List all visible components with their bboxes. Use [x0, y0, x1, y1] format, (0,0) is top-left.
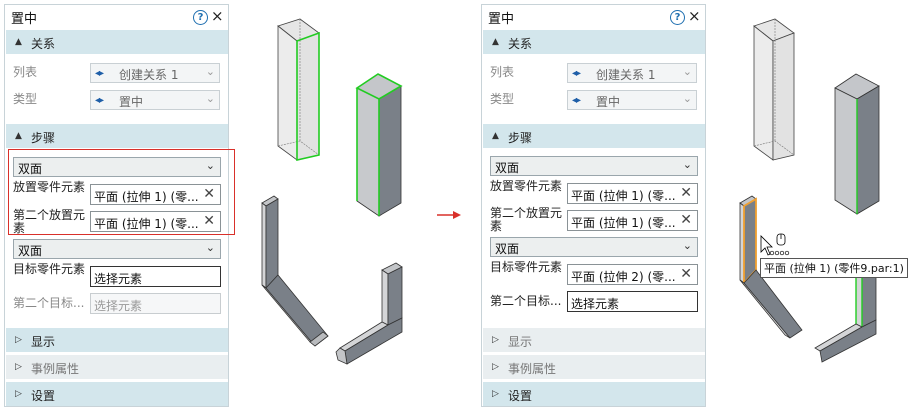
second-target-field[interactable]: 选择元素: [567, 291, 698, 312]
collapse-icon: ▷: [492, 335, 499, 345]
mouse-cursor-icon: [760, 233, 790, 256]
section-label: 关系: [31, 37, 56, 51]
panel-title: 置中: [488, 12, 515, 27]
relations-section-header[interactable]: ▲ 关系: [483, 30, 705, 54]
collapse-icon: ▷: [15, 335, 22, 345]
clear-icon[interactable]: ✕: [680, 185, 692, 201]
settings-section-header[interactable]: ▷ 设置: [483, 382, 705, 406]
left-placement-panel: 置中 ? × ▲ 关系 列表 ◂▸ 创建关系 1 ⌄ 类型 ◂▸ 置中 ⌄ ▲ …: [4, 4, 229, 407]
transition-arrow-icon: [437, 211, 461, 219]
target-element-field[interactable]: 选择元素: [90, 266, 221, 287]
dark-part-right[interactable]: [834, 73, 880, 215]
close-icon[interactable]: ×: [688, 7, 701, 25]
help-icon[interactable]: ?: [193, 10, 208, 25]
steps-section-header[interactable]: ▲ 步骤: [483, 124, 705, 148]
clear-icon[interactable]: ✕: [203, 213, 215, 229]
chevron-down-icon: ⌄: [205, 159, 215, 172]
transparent-part-left[interactable]: [277, 18, 320, 162]
list-label: 列表: [490, 65, 515, 79]
place-element-label: 放置零件元素: [13, 180, 86, 194]
second-target-label: 第二个目标...: [13, 296, 85, 310]
collapse-icon: ▷: [492, 389, 499, 399]
angle-part-left[interactable]: [335, 262, 403, 365]
relation-list-dropdown[interactable]: ◂▸ 创建关系 1 ⌄: [567, 63, 697, 83]
relation-list-dropdown[interactable]: ◂▸ 创建关系 1 ⌄: [90, 63, 220, 83]
second-mode-dropdown[interactable]: 双面 ⌄: [490, 237, 698, 257]
display-section-header[interactable]: ▷ 显示: [6, 328, 228, 352]
clear-icon[interactable]: ✕: [680, 212, 692, 228]
expand-icon: ▲: [492, 131, 499, 141]
hover-tooltip: 平面 (拉伸 1) (零件9.par:1): [760, 258, 908, 278]
highlight-callout-box: [8, 149, 235, 235]
right-placement-panel: 置中 ? × ▲ 关系 列表 ◂▸ 创建关系 1 ⌄ 类型 ◂▸ 置中 ⌄ ▲ …: [481, 4, 706, 407]
help-icon[interactable]: ?: [670, 10, 685, 25]
chevron-down-icon: ⌄: [205, 92, 215, 105]
relation-icon: ◂▸: [95, 68, 104, 79]
first-mode-dropdown[interactable]: 双面 ⌄: [13, 157, 221, 177]
collapse-icon: ▷: [15, 389, 22, 399]
second-target-label: 第二个目标...: [490, 294, 562, 308]
clear-icon[interactable]: ✕: [203, 186, 215, 202]
chevron-down-icon: ⌄: [682, 65, 692, 78]
collapse-icon: ▷: [15, 362, 22, 372]
type-label: 类型: [13, 92, 38, 106]
second-mode-dropdown[interactable]: 双面 ⌄: [13, 239, 221, 259]
place-element-label: 放置零件元素: [490, 179, 563, 193]
instance-properties-section-header[interactable]: ▷ 事例属性: [6, 355, 228, 379]
clear-icon[interactable]: ✕: [680, 266, 692, 282]
relation-type-dropdown[interactable]: ◂▸ 置中 ⌄: [90, 90, 220, 110]
section-label: 步骤: [508, 131, 533, 145]
list-label: 列表: [13, 65, 38, 79]
target-element-label: 目标零件元素: [490, 260, 563, 274]
relation-icon: ◂▸: [572, 68, 581, 79]
section-label: 关系: [508, 37, 533, 51]
expand-icon: ▲: [492, 37, 499, 47]
chevron-down-icon: ⌄: [205, 65, 215, 78]
second-place-element-field[interactable]: 平面 (拉伸 1) (零... ✕: [567, 210, 698, 231]
chevron-down-icon: ⌄: [682, 239, 692, 252]
display-section-header[interactable]: ▷ 显示: [483, 328, 705, 352]
target-element-field[interactable]: 平面 (拉伸 2) (零... ✕: [567, 264, 698, 285]
chevron-down-icon: ⌄: [682, 92, 692, 105]
first-mode-dropdown[interactable]: 双面 ⌄: [490, 156, 698, 176]
relation-icon: ◂▸: [95, 95, 104, 106]
expand-icon: ▲: [15, 37, 22, 47]
second-place-element-label: 第二个放置元素: [490, 206, 563, 233]
second-target-field[interactable]: 选择元素: [90, 293, 221, 314]
second-place-element-field[interactable]: 平面 (拉伸 1) (零... ✕: [90, 211, 221, 232]
chevron-down-icon: ⌄: [205, 241, 215, 254]
settings-section-header[interactable]: ▷ 设置: [6, 382, 228, 406]
place-element-field[interactable]: 平面 (拉伸 1) (零... ✕: [90, 184, 221, 205]
target-element-label: 目标零件元素: [13, 262, 86, 276]
place-element-field[interactable]: 平面 (拉伸 1) (零... ✕: [567, 183, 698, 204]
instance-properties-section-header[interactable]: ▷ 事例属性: [483, 355, 705, 379]
steps-section-header[interactable]: ▲ 步骤: [6, 124, 228, 148]
close-icon[interactable]: ×: [211, 7, 224, 25]
second-place-element-label: 第二个放置元素: [13, 208, 86, 235]
transparent-part-right[interactable]: [753, 18, 795, 161]
panel-title: 置中: [11, 12, 38, 27]
relation-type-dropdown[interactable]: ◂▸ 置中 ⌄: [567, 90, 697, 110]
collapse-icon: ▷: [492, 362, 499, 372]
relations-section-header[interactable]: ▲ 关系: [6, 30, 228, 54]
section-label: 步骤: [31, 131, 56, 145]
expand-icon: ▲: [15, 131, 22, 141]
bracket-part-right[interactable]: [739, 195, 803, 339]
chevron-down-icon: ⌄: [682, 158, 692, 171]
dark-part-left[interactable]: [355, 73, 403, 217]
type-label: 类型: [490, 92, 515, 106]
relation-icon: ◂▸: [572, 95, 581, 106]
bracket-part-left[interactable]: [261, 195, 329, 347]
